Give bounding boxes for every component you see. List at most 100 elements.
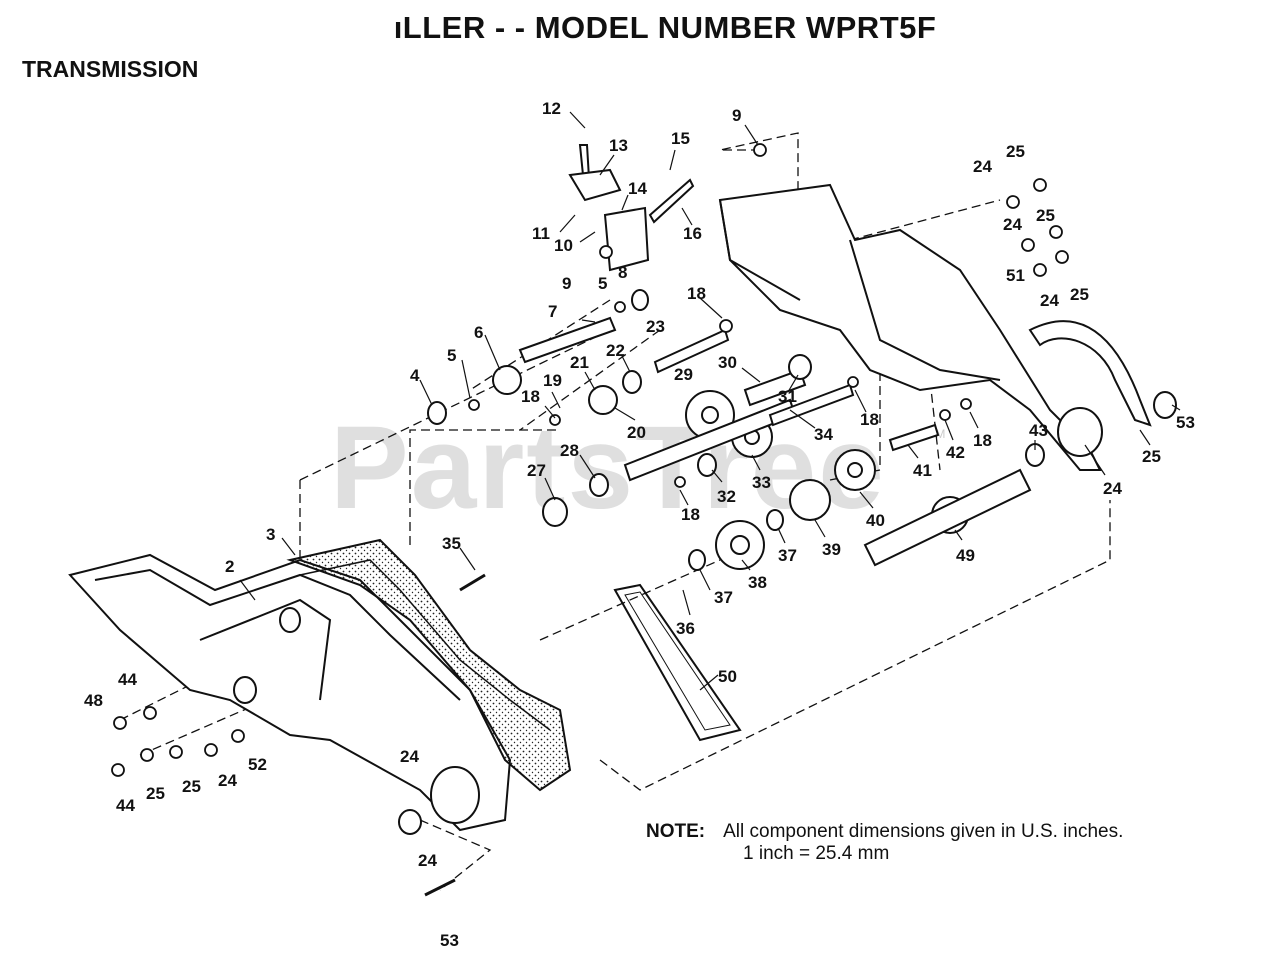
note-block: NOTE: All component dimensions given in U… [646, 821, 1123, 865]
callout: 11 [532, 224, 550, 243]
callout: 12 [542, 99, 561, 118]
bearings [233, 289, 1177, 835]
sprocket-part-6 [492, 365, 522, 395]
sprocket-part-53-right [1057, 407, 1103, 457]
bearing-part-2b [233, 676, 257, 704]
bearing-part-27 [542, 497, 568, 527]
callout: 24 [418, 851, 437, 870]
chain-part-50 [613, 583, 742, 742]
callout: 38 [748, 573, 767, 592]
callout: 18 [860, 410, 879, 429]
callout: 6 [474, 323, 483, 342]
left-housing-part-2 [68, 553, 512, 832]
callout: 22 [606, 341, 625, 360]
callout: 44 [118, 670, 137, 689]
callout: 31 [778, 387, 797, 406]
callout: 27 [527, 461, 546, 480]
callout: 25 [1006, 142, 1025, 161]
shafts [518, 316, 1032, 567]
callout: 25 [1142, 447, 1161, 466]
callout: 18 [681, 505, 700, 524]
callout-numbers: 12 13 15 9 14 11 10 16 9 8 5 7 18 23 6 5… [84, 99, 1195, 950]
callout: 37 [714, 588, 733, 607]
callout: 32 [717, 487, 736, 506]
shift-linkage [568, 144, 695, 272]
callout: 24 [400, 747, 419, 766]
bearing-part-22 [622, 370, 642, 394]
callout: 10 [554, 236, 573, 255]
callout: 29 [674, 365, 693, 384]
gasket-housing-part-3 [286, 538, 572, 792]
diagram-title: ıLLER - - MODEL NUMBER WPRT5F [393, 10, 937, 45]
callout: 36 [676, 619, 695, 638]
callout: 40 [866, 511, 885, 530]
callout: 24 [1103, 479, 1122, 498]
callout: 30 [718, 353, 737, 372]
dashed-reference-lines [119, 132, 1111, 891]
callout: 14 [628, 179, 647, 198]
note-line-2: 1 inch = 25.4 mm [743, 843, 890, 864]
bearing-part-8 [631, 289, 649, 311]
callout: 18 [687, 284, 706, 303]
bearing-part-4 [427, 401, 447, 425]
bearing-part-37a [766, 509, 784, 531]
callout: 4 [410, 366, 420, 385]
callout: 19 [543, 371, 562, 390]
callout: 42 [946, 443, 965, 462]
callout: 43 [1029, 421, 1048, 440]
shaft-part-7 [518, 316, 617, 364]
callout: 41 [913, 461, 932, 480]
note-label: NOTE: [646, 821, 706, 842]
bearing-part-37b [688, 549, 706, 571]
callout: 21 [570, 353, 589, 372]
callout: 9 [562, 274, 571, 293]
shift-lever-part-13 [568, 168, 622, 202]
bearing-part-31 [788, 354, 812, 380]
bearing-part-32b [697, 453, 717, 477]
sprocket-part-53-left [430, 766, 480, 824]
callout: 33 [752, 473, 771, 492]
callout: 5 [598, 274, 607, 293]
callout: 5 [447, 346, 456, 365]
callout: 53 [1176, 413, 1195, 432]
callout: 25 [182, 777, 201, 796]
sprocket-part-40 [834, 449, 876, 491]
callout: 25 [1036, 206, 1055, 225]
callout: 24 [1040, 291, 1059, 310]
callout: 44 [116, 796, 135, 815]
hardware [111, 143, 1069, 897]
section-heading: TRANSMISSION [22, 56, 199, 82]
callout: 24 [973, 157, 992, 176]
callout: 48 [84, 691, 103, 710]
callout: 3 [266, 525, 275, 544]
callout: 28 [560, 441, 579, 460]
bolt-part-51 [424, 878, 456, 897]
callout: 9 [732, 106, 741, 125]
note-line-1: All component dimensions given in U.S. i… [723, 821, 1124, 842]
callout: 23 [646, 317, 665, 336]
bearing-part-44-right [1153, 391, 1177, 419]
right-housing-half [718, 183, 1102, 471]
callout: 52 [248, 755, 267, 774]
callout: 24 [1003, 215, 1022, 234]
callout: 49 [956, 546, 975, 565]
callout: 25 [1070, 285, 1089, 304]
callout: 34 [814, 425, 833, 444]
callout: 51 [1006, 266, 1025, 285]
chain-part-48 [1028, 320, 1152, 427]
callout: 53 [440, 931, 459, 950]
callout: 8 [618, 263, 627, 282]
callout: 18 [521, 387, 540, 406]
shaft-part-41 [888, 423, 940, 452]
sprocket-part-21 [588, 385, 618, 415]
bearing-part-44-left [398, 809, 422, 835]
shift-shaft-part-16 [648, 178, 695, 224]
bearing-part-28 [589, 473, 609, 497]
shaft-part-23 [653, 328, 730, 374]
callout: 24 [218, 771, 237, 790]
callout: 2 [225, 557, 234, 576]
callout: 37 [778, 546, 797, 565]
bracket-part-14 [603, 206, 650, 272]
shaft-part-34 [768, 383, 855, 427]
